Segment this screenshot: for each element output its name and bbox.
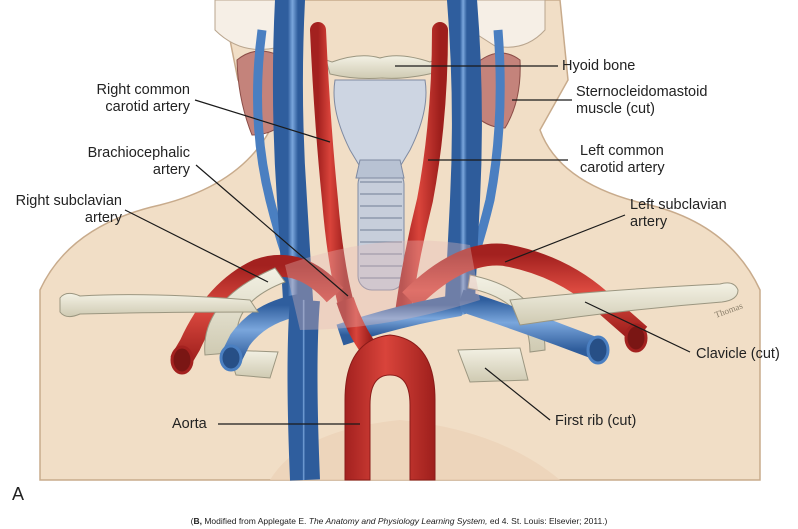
- aortic-arch: [344, 334, 436, 481]
- right-common-carotid-artery: [310, 22, 353, 308]
- label-lcca-line2: carotid artery: [580, 160, 665, 176]
- right-internal-jugular-vein: [272, 0, 313, 315]
- caption-prefix: (: [190, 516, 194, 526]
- tracheal-rings: [360, 181, 402, 279]
- left-subclavian-artery-cut: [624, 323, 648, 353]
- right-clavicle: [59, 292, 259, 318]
- leader-clavicle: [584, 301, 691, 353]
- label-scm-line1: Sternocleidomastoid: [576, 84, 708, 100]
- caption-text1: Modified from Applegate E.: [201, 516, 309, 526]
- label-rsub-line1: Right subclavian: [15, 193, 122, 209]
- label-brachiocephalic: Brachiocephalic artery: [60, 145, 190, 179]
- label-scm-line2: muscle (cut): [576, 101, 655, 117]
- manubrium-overlay: [285, 240, 480, 330]
- label-left-subclavian: Left subclavian artery: [630, 197, 727, 231]
- label-aorta: Aorta: [172, 416, 207, 432]
- label-first-rib: First rib (cut): [555, 413, 637, 429]
- label-brachio-line1: Brachiocephalic: [87, 145, 190, 161]
- label-rsub-line2: artery: [84, 210, 122, 226]
- label-sternocleidomastoid: Sternocleidomastoid muscle (cut): [576, 84, 707, 118]
- panel-letter: A: [12, 484, 25, 504]
- right-subclavian-artery-cut: [170, 345, 194, 375]
- left-subclavian-vein-cut: [586, 335, 610, 365]
- leader-lines: [124, 65, 691, 425]
- label-right-subclavian: Right subclavian artery: [0, 193, 122, 227]
- label-rcca-line1: Right common: [96, 82, 190, 98]
- left-first-rib-cut: [457, 347, 529, 383]
- caption-text2: ed 4. St. Louis: Elsevier; 2011.): [487, 516, 608, 526]
- leader-firstrib: [484, 367, 551, 421]
- label-hyoid-bone: Hyoid bone: [562, 58, 636, 74]
- cricoid-cartilage: [355, 159, 405, 179]
- label-brachio-line2: artery: [152, 162, 190, 178]
- right-subclavian-vein-cut: [219, 344, 243, 372]
- figure-caption: (B, Modified from Applegate E. The Anato…: [0, 516, 798, 526]
- label-lcca-line1: Left common: [580, 143, 664, 159]
- caption-italic: The Anatomy and Physiology Learning Syst…: [308, 516, 488, 526]
- left-subclavian-artery: [402, 243, 648, 344]
- label-right-common-carotid: Right common carotid artery: [70, 82, 190, 116]
- left-common-carotid-artery: [394, 22, 448, 328]
- label-lsub-line2: artery: [630, 214, 668, 230]
- left-internal-jugular-vein: [445, 0, 482, 315]
- label-left-common-carotid: Left common carotid artery: [580, 143, 665, 177]
- left-clavicle: [509, 282, 739, 326]
- leader-brachio: [195, 164, 349, 297]
- caption-bold: B,: [193, 516, 202, 526]
- leader-rsub: [124, 209, 269, 283]
- label-clavicle: Clavicle (cut): [696, 346, 780, 362]
- label-rcca-line2: carotid artery: [105, 99, 190, 115]
- right-subclavian-artery: [170, 254, 344, 368]
- leader-rcca: [194, 99, 331, 143]
- leader-lsub: [504, 214, 626, 263]
- superior-vena-cava: [287, 298, 320, 481]
- label-lsub-line1: Left subclavian: [630, 197, 727, 213]
